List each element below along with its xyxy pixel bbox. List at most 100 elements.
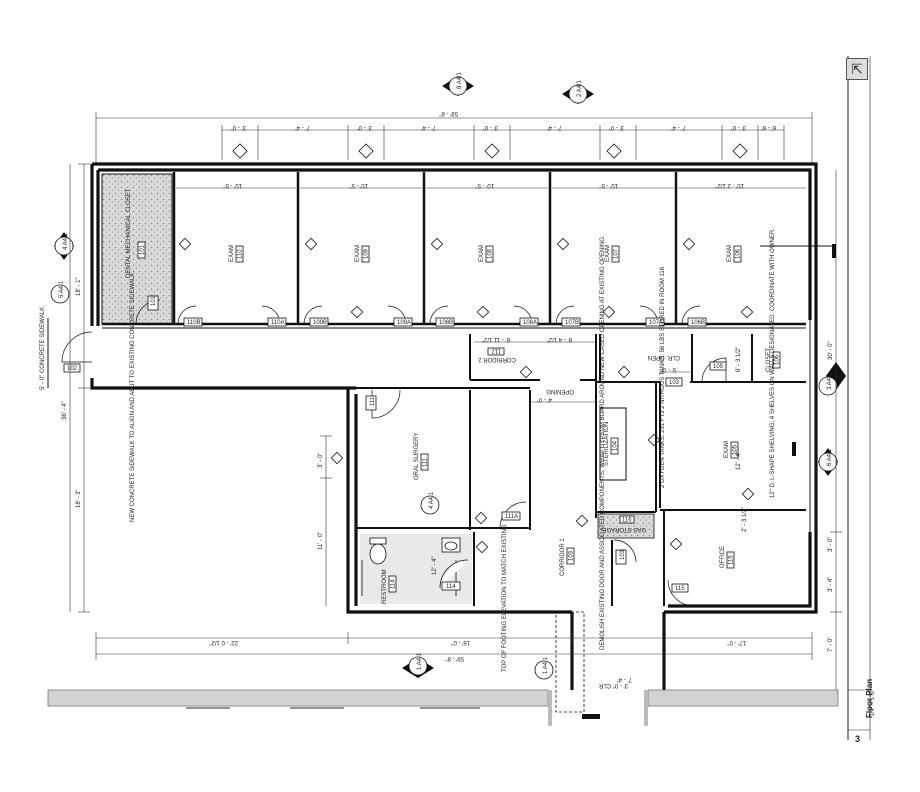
svg-text:6 A4.1: 6 A4.1 [827,448,833,466]
dim-top-seg-9: 3' - 0" [731,124,746,130]
svg-text:102: 102 [67,366,78,372]
dim-top-seg-2: 7' - 4" [295,124,310,130]
svg-text:112: 112 [491,348,501,354]
svg-text:114: 114 [391,579,397,589]
svg-text:101: 101 [151,295,157,306]
restroom-label: RESTROOM 114 [382,569,397,604]
section-callout-oral: 4 A4.1 [420,491,440,515]
demo-note: DEMOLISH EXISTING DOOR AND ASSOCIATED CO… [600,235,606,650]
dim-top-seg-8: 7' - 4" [671,124,686,130]
svg-text:3 A4.1: 3 A4.1 [827,372,833,390]
svg-text:116: 116 [622,518,632,524]
clr-opening-note: CLR. OPEN [648,354,680,360]
svg-text:6' - 3 1/2": 6' - 3 1/2" [736,347,742,372]
oxygen-note: 2 OXYGEN TANKS: 251 FT3 2 NITROUS TANKS:… [660,266,666,488]
svg-text:2' - 3 1/2": 2' - 3 1/2" [742,507,748,532]
svg-text:EXAM: EXAM [479,245,485,262]
svg-text:108A: 108A [523,320,537,326]
svg-text:110B: 110B [187,320,201,326]
svg-text:7' - 0": 7' - 0" [828,637,834,652]
svg-text:104: 104 [613,440,619,451]
svg-text:101: 101 [140,244,146,255]
svg-text:109A: 109A [397,320,411,326]
svg-text:3' - 0": 3' - 0" [828,537,834,552]
svg-text:TOP OF FOOTING ELEVATION TO MA: TOP OF FOOTING ELEVATION TO MATCH EXISTI… [502,524,508,672]
svg-text:106: 106 [775,354,781,365]
shelving-note: 12" D. L-SHAPE SHELVING; 4 SHELVES ON WA… [770,228,776,498]
dim-top-overall: 59' - 8" [439,110,458,116]
svg-text:107A: 107A [649,320,663,326]
svg-text:110A: 110A [271,320,285,326]
svg-text:110: 110 [238,249,244,259]
corridor-1-label: CORRIDOR 1 103 [560,538,575,576]
svg-text:12" D. L-SHAPE SHELVING; 4 SHE: 12" D. L-SHAPE SHELVING; 4 SHELVES ON WA… [770,228,776,498]
svg-text:EXAM: EXAM [355,245,361,262]
svg-text:RESTROOM: RESTROOM [382,569,388,604]
svg-text:EXAM: EXAM [605,245,611,262]
casework-tags [178,237,755,554]
section-callout-top-2: 2 A4.1 [562,79,594,104]
door-tags-exam: 110B 110A 109B 109A 108B 108A 107B 107A … [183,317,707,327]
svg-text:109B: 109B [313,320,327,326]
svg-text:105: 105 [713,364,724,370]
svg-text:10' - 5": 10' - 5" [475,182,494,188]
svg-text:4 A4.1: 4 A4.1 [429,491,435,509]
svg-text:7' - 4": 7' - 4" [617,676,632,682]
clr-note: 3' - 0" CLR [598,682,628,688]
corridor-2-label: CORRIDOR 2 112 [478,348,516,363]
svg-text:109: 109 [364,248,370,259]
svg-text:30' - 0": 30' - 0" [828,341,834,360]
svg-text:17' - 0": 17' - 0" [727,639,746,645]
svg-text:18' - 3": 18' - 3" [76,489,82,508]
svg-text:36' - 4": 36' - 4" [62,401,68,420]
right-dimensions: 30' - 0" 3' - 0" 3' - 4" 7' - 0" [760,170,842,690]
mechanical-closet-fill [102,174,172,324]
svg-text:108: 108 [488,248,494,259]
svg-text:59' - 8": 59' - 8" [445,655,464,661]
svg-text:GAS STORAGE: GAS STORAGE [602,526,646,532]
sheet-title-block: Floor Plan 1/4" = 1'-0" 3 [855,679,876,744]
svg-text:107: 107 [614,248,620,259]
exam-partitions [102,172,806,329]
svg-text:3' - 4": 3' - 4" [828,577,834,592]
dim-top-seg-3: 3' - 0" [357,124,372,130]
svg-text:12' - 4": 12' - 4" [736,451,742,470]
svg-text:ORAL SURGERY: ORAL SURGERY [414,433,420,480]
bottom-dimensions: 22' - 0 1/2" 16' - 0" 17' - 0" 59' - 8" [95,632,813,661]
exam-room-labels: EXAM 110 EXAM 109 EXAM 108 EXAM 107 EXAM… [126,188,742,278]
svg-text:22' - 0 1/2": 22' - 0 1/2" [209,639,238,645]
opening-note: OPENING [546,388,574,394]
svg-text:103: 103 [669,380,680,386]
sidewalk-note: NEW CONCRETE SIDEWALK TO ALIGN AND ABUT … [130,271,136,522]
gas-storage: 116 GAS STORAGE 103 [597,513,655,565]
svg-text:103: 103 [620,549,626,560]
dim-top-seg-6: 7' - 4" [547,124,562,130]
svg-text:6' - 11 1/2": 6' - 11 1/2" [482,336,510,342]
svg-text:5 A4.1: 5 A4.1 [59,280,65,298]
svg-text:111: 111 [423,457,429,467]
footing-note: TOP OF FOOTING ELEVATION TO MATCH EXISTI… [502,524,508,672]
existing-building [47,611,839,726]
section-callout-bottom-2: 1 A4.1 [534,656,554,680]
oral-surgery-label: ORAL SURGERY 111 [414,433,429,480]
svg-text:EXAM: EXAM [229,245,235,262]
exterior-walls [90,162,818,690]
svg-text:DENTAL MECHANICAL CLOSET: DENTAL MECHANICAL CLOSET [126,188,132,278]
cursor-arrow-icon[interactable]: ⇱ [846,58,868,80]
svg-text:6' - 4 1/2": 6' - 4 1/2" [547,336,572,342]
sheet-title: Floor Plan [865,679,874,718]
svg-text:CLOSET: CLOSET [766,348,772,372]
section-callout-right: 3 A4.1 [818,362,846,396]
svg-text:EXAM: EXAM [727,245,733,262]
section-callout-right-2: 6 A4.1 [818,448,838,476]
dim-top-seg-10: 6' - 6" [761,124,776,130]
svg-text:111: 111 [370,396,376,406]
top-segment-ticks [221,125,785,160]
svg-text:4' - 0": 4' - 0" [537,396,552,402]
section-callout-bottom: 1 A4.1 [402,652,434,678]
section-callout-left-2: 5 A4.1 [50,280,70,304]
sterilization-counter [599,407,627,481]
svg-text:DEMOLISH EXISTING DOOR AND ASS: DEMOLISH EXISTING DOOR AND ASSOCIATED CO… [600,235,606,650]
svg-text:18' - 1": 18' - 1" [76,277,82,296]
